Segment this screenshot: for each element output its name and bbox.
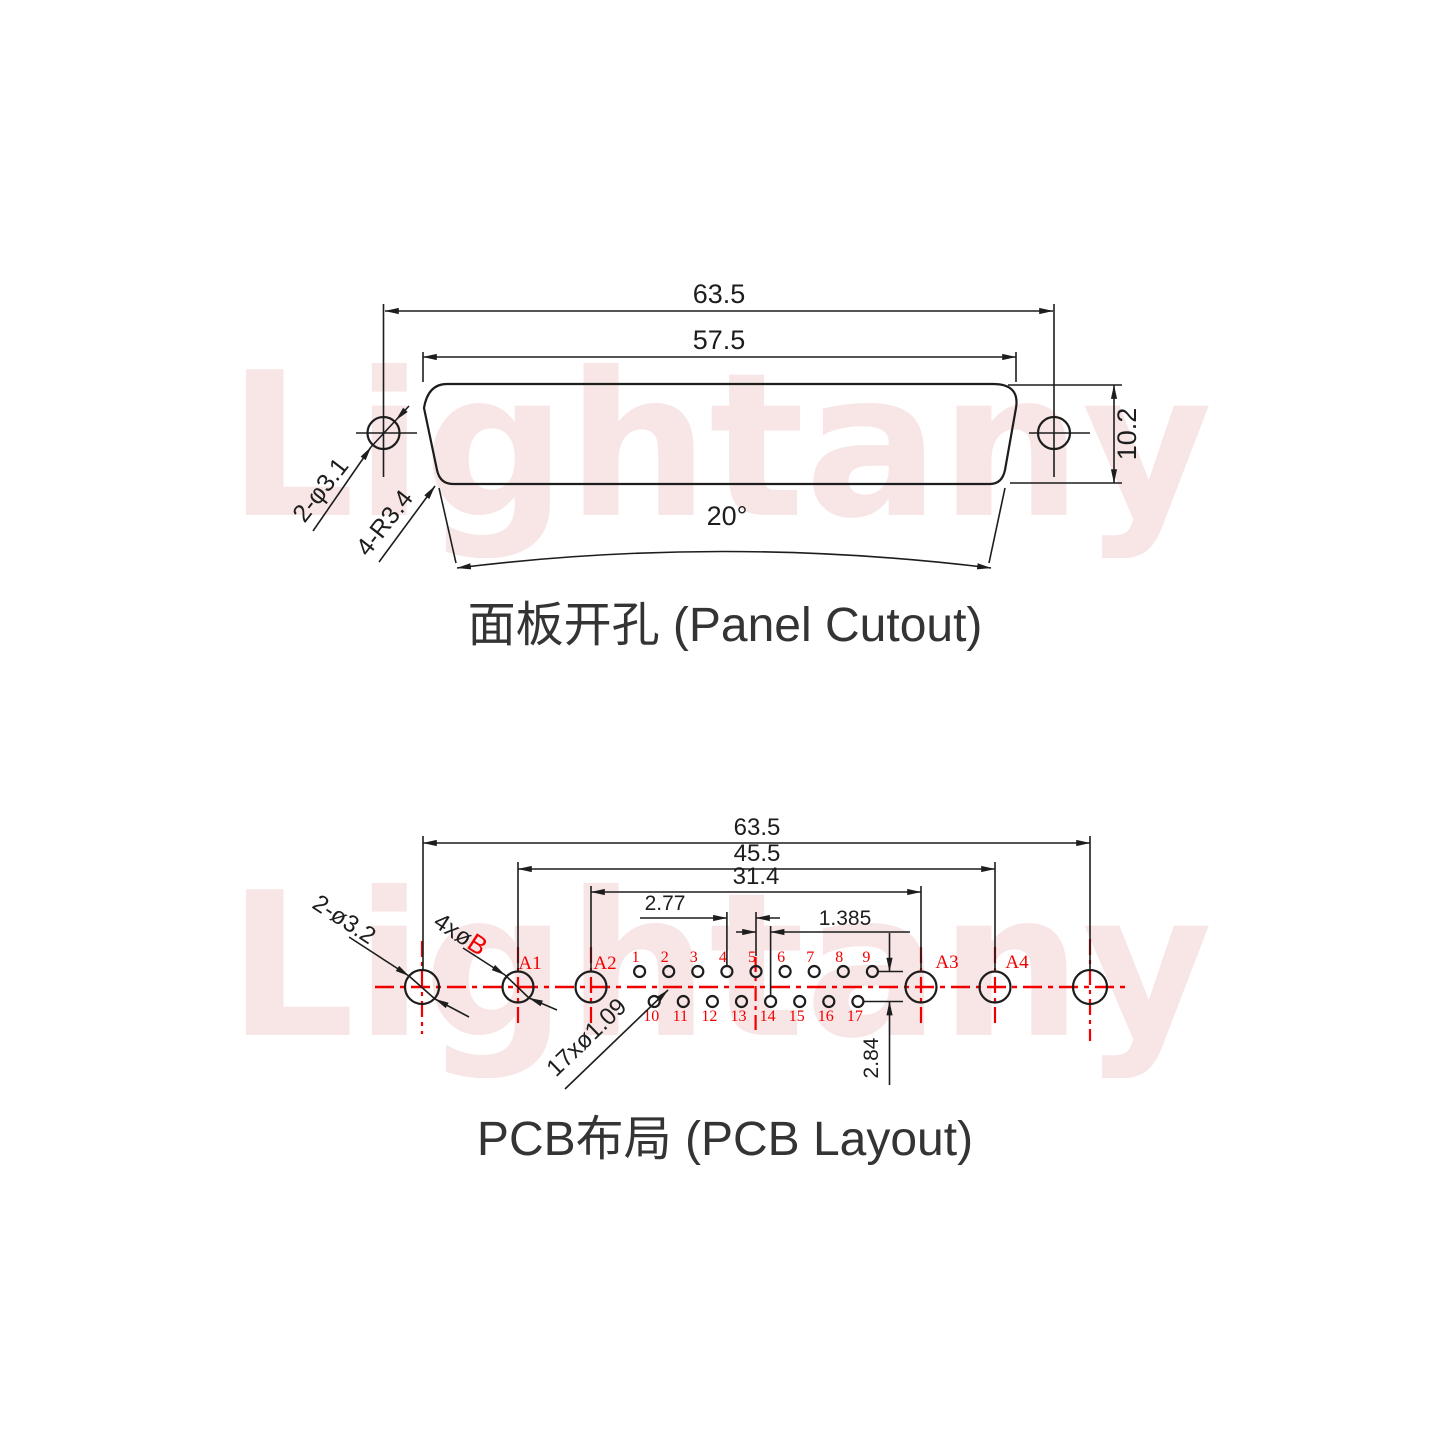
pin-6 [778,964,792,979]
pin-4 [720,964,734,979]
svg-text:8: 8 [835,949,843,966]
svg-text:1.385: 1.385 [819,907,872,930]
svg-text:20°: 20° [707,501,748,531]
svg-text:7: 7 [806,949,814,966]
pin-11 [676,994,690,1009]
panel-angle-dim: 20° [438,487,1006,570]
panel-dim-outer-width: 63.5 [384,279,1054,315]
svg-text:12: 12 [701,1008,717,1025]
pin-3 [691,964,705,979]
svg-text:13: 13 [731,1008,747,1025]
pcb-extension-lines [422,836,1091,995]
pin-labels-bottom: 10 11 12 13 14 15 16 17 [643,1008,863,1025]
mount-hole-right [1071,968,1109,1006]
pin-15 [793,994,807,1009]
pcb-dim-pitch: 2.77 [640,892,780,922]
svg-text:63.5: 63.5 [734,814,781,841]
pin-13 [734,994,749,1009]
panel-cutout-title: 面板开孔 (Panel Cutout) [468,599,983,652]
svg-text:10: 10 [643,1008,659,1025]
pin-16 [822,994,836,1009]
svg-text:4: 4 [719,949,727,966]
panel-mount-hole-right [1029,304,1090,477]
pin-2 [662,964,676,979]
svg-text:63.5: 63.5 [693,279,746,309]
pin-5 [749,964,763,979]
hole-label-a4: A4 [1005,952,1029,973]
svg-text:14: 14 [760,1008,776,1025]
pin-1 [632,964,647,979]
mount-hole-left [403,968,441,1006]
svg-text:1: 1 [632,949,640,966]
svg-text:3: 3 [690,949,698,966]
pcb-dim-row-offset: 1.385 [736,907,910,936]
hole-label-a2: A2 [593,953,616,974]
hole-label-a1: A1 [518,953,541,974]
svg-text:31.4: 31.4 [733,863,780,890]
hole-label-a3: A3 [935,952,958,973]
pcb-layout-drawing: A1 A2 A3 A4 1 2 [308,814,1128,1166]
svg-text:2: 2 [661,949,669,966]
pcb-dim-outer: 63.5 [422,814,1091,847]
power-hole-a1 [501,970,535,1004]
panel-dim-cutout-width: 57.5 [422,325,1017,382]
svg-text:9: 9 [862,949,870,966]
pin-14 [763,994,778,1009]
svg-text:17: 17 [847,1008,863,1025]
pin-row-top [632,964,880,979]
svg-text:16: 16 [818,1008,834,1025]
pin-12 [705,994,720,1009]
pcb-holes [403,968,1109,1006]
svg-text:15: 15 [789,1008,805,1025]
svg-text:11: 11 [673,1008,688,1025]
pin-row-bottom [647,994,865,1009]
svg-text:6: 6 [777,949,785,966]
pcb-dim-row-gap: 2.84 [860,933,903,1085]
pcb-layout-title: PCB布局 (PCB Layout) [477,1113,973,1166]
svg-text:2.77: 2.77 [645,892,686,915]
pcb-dim-inner-span: 31.4 [590,863,922,896]
svg-text:57.5: 57.5 [693,325,746,355]
watermark-bottom: Lightany [228,850,1213,1083]
panel-dim-height: 10.2 [1008,384,1142,484]
svg-text:45.5: 45.5 [734,840,781,867]
panel-mount-hole-left [356,304,417,477]
power-hole-a3 [904,970,938,1004]
cutout-outline [422,382,1018,486]
power-hole-a4 [978,970,1012,1004]
pcb-dim-a-span: 45.5 [517,840,996,873]
svg-text:10.2: 10.2 [1112,408,1142,461]
pin-7 [807,964,821,979]
pin-8 [836,964,850,979]
svg-text:2.84: 2.84 [860,1037,883,1078]
pin-labels-top: 1 2 3 4 5 6 7 8 9 [632,949,871,966]
power-hole-a2 [574,970,608,1004]
svg-text:5: 5 [748,949,756,966]
